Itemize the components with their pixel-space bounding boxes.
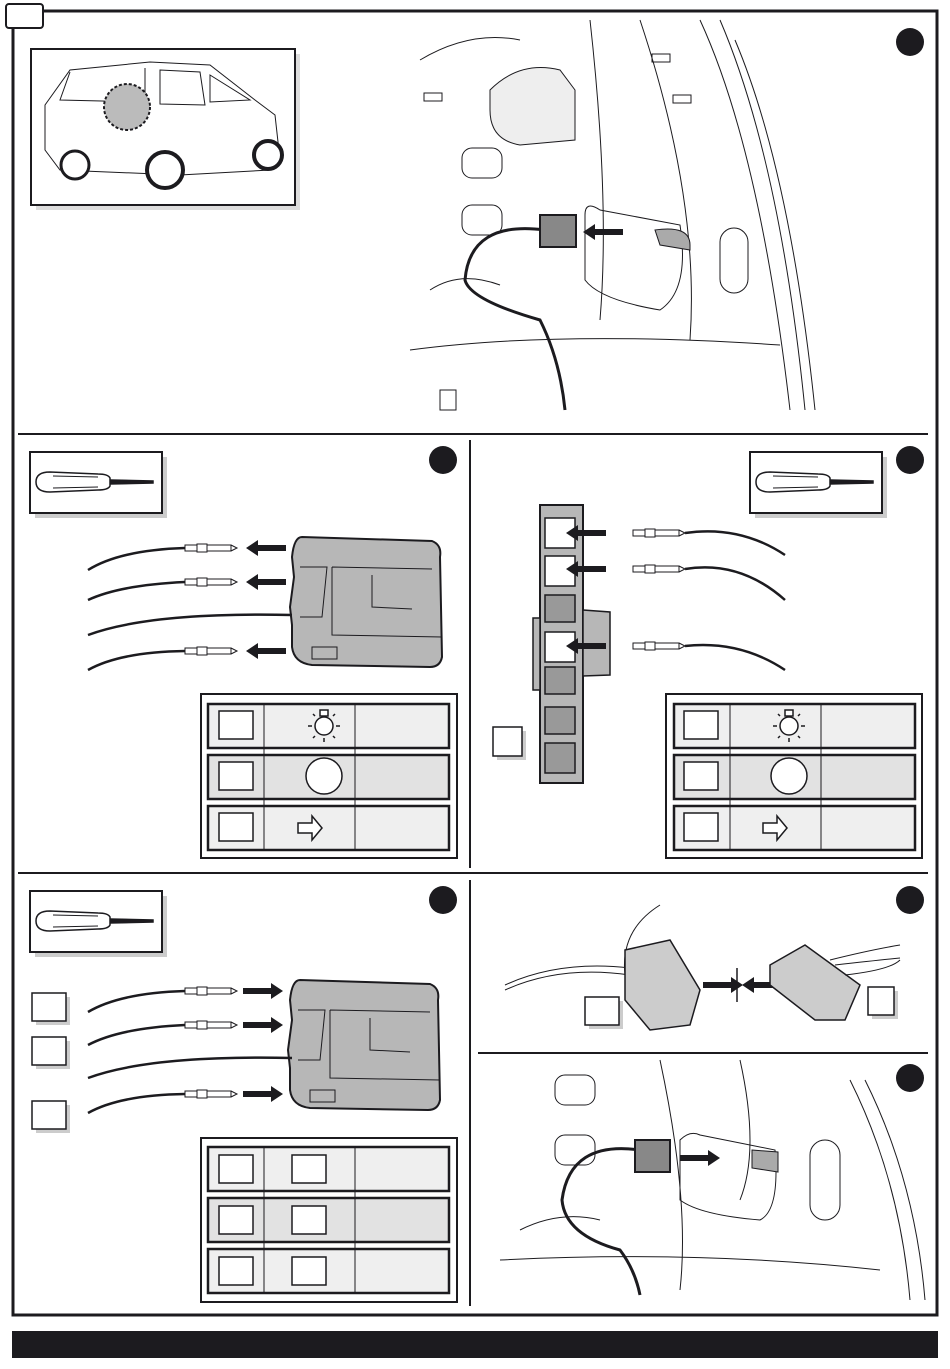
step-marker (429, 886, 457, 914)
circle-icon (771, 758, 807, 794)
legend-table (201, 1138, 457, 1302)
wires-with-pins (88, 540, 292, 670)
page-badge (6, 4, 43, 28)
step-marker (429, 446, 457, 474)
circle-icon (306, 758, 342, 794)
legend-table (201, 694, 457, 858)
step-markers (429, 28, 924, 1092)
step-marker (896, 446, 924, 474)
screwdriver-icon (30, 891, 167, 957)
legend-table (666, 694, 922, 858)
step-marker (896, 1064, 924, 1092)
vehicle-interior-connector-scene (410, 20, 815, 410)
screwdriver-icon (750, 452, 887, 518)
footer-bar (12, 1331, 938, 1358)
screwdriver-icon (30, 452, 167, 518)
wires-with-pins (566, 525, 785, 670)
connector-housing (288, 980, 440, 1110)
label-box (493, 727, 526, 760)
car-rear-view-illustration (31, 49, 300, 210)
step-marker (896, 28, 924, 56)
label-boxes (32, 993, 70, 1133)
connector-housing (290, 537, 442, 667)
wires-with-pins (88, 983, 292, 1113)
vehicle-interior-connector-scene (500, 1060, 925, 1300)
step-marker (896, 886, 924, 914)
